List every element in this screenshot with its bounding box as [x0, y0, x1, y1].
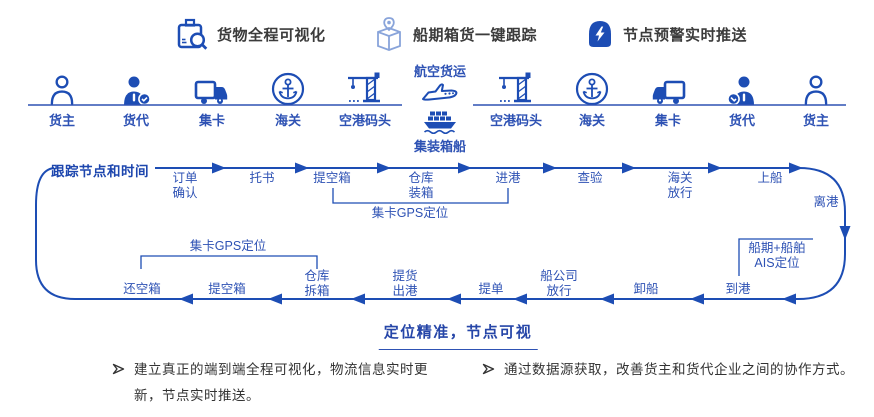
flow-step-discharge: 卸船 [633, 282, 659, 296]
actor-label: 集卡 [654, 113, 681, 128]
actor-label: 海关 [274, 113, 301, 128]
flow-step-order-confirm: 订单 确认 [172, 171, 198, 200]
actor-label: 海关 [578, 113, 605, 128]
flow-step-enter-port: 进港 [495, 171, 521, 185]
actor-cargo-owner-left: 货主 [24, 70, 100, 129]
feature-one-click-tracking: 船期箱货一键跟踪 [374, 16, 537, 52]
actor-terminal-right: 空港码头 [478, 70, 554, 129]
slogan: 定位精准，节点可视 [378, 321, 538, 350]
flow-step-customs-release: 海关 放行 [667, 171, 693, 200]
actor-truck-left: 集卡 [174, 70, 250, 129]
person-badge-icon [727, 70, 757, 106]
truck-icon [650, 70, 686, 106]
actor-label: 空港码头 [338, 113, 391, 128]
transport-modes: 航空货运 集装箱船 [395, 61, 485, 155]
actor-forwarder-right: 货代 [704, 70, 780, 129]
top-gps-label: 集卡GPS定位 [371, 206, 449, 220]
crane-icon [345, 70, 385, 106]
flow-step-departure: 离港 [813, 195, 839, 209]
flow-step-pickup-empty-return: 提空箱 [208, 282, 246, 296]
anchor-icon [575, 70, 609, 106]
actor-terminal-left: 空港码头 [327, 70, 403, 129]
actor-forwarder-left: 货代 [98, 70, 174, 129]
bottom-gps-label: 集卡GPS定位 [189, 239, 267, 253]
actor-label: 集卡 [198, 113, 225, 128]
person-outline-icon [49, 70, 75, 106]
anchor-icon [271, 70, 305, 106]
flow-step-warehouse-unpack: 仓库 拆箱 [304, 269, 330, 298]
plane-icon [419, 81, 461, 107]
flow-title: 跟踪节点和时间 [51, 164, 149, 179]
actor-customs-right: 海关 [554, 70, 630, 129]
bullet-text: 建立真正的端到端全程可视化，物流信息实时更新，节点实时推送。 [134, 362, 428, 404]
actor-customs-left: 海关 [250, 70, 326, 129]
flow-step-bill-of-lading: 提单 [478, 282, 504, 296]
flow-step-arrival: 到港 [725, 282, 751, 296]
bullet-text: 通过数据源获取，改善货主和货代企业之间的协作方式。 [504, 362, 854, 377]
feature-label: 节点预警实时推送 [623, 26, 748, 44]
box-search-icon [177, 18, 208, 51]
bullet-item: 建立真正的端到端全程可视化，物流信息实时更新，节点实时推送。 [112, 357, 442, 410]
actor-label: 货代 [122, 113, 149, 128]
feature-label: 船期箱货一键跟踪 [413, 26, 538, 44]
alarm-lightning-icon [586, 19, 614, 49]
flow-step-warehouse-stuffing: 仓库 装箱 [408, 171, 434, 200]
person-badge-icon [121, 70, 151, 106]
truck-icon [194, 70, 230, 106]
actor-label: 空港码头 [489, 113, 542, 128]
bullet-item: 通过数据源获取，改善货主和货代企业之间的协作方式。 [482, 357, 864, 383]
actor-label: 货代 [728, 113, 755, 128]
actor-label: 货主 [48, 113, 75, 128]
air-freight-label: 航空货运 [413, 64, 466, 79]
person-outline-icon [803, 70, 829, 106]
flow-step-carrier-release: 船公司 放行 [540, 269, 578, 298]
feature-cargo-visibility: 货物全程可视化 [177, 16, 326, 52]
flow-step-pickup-empty: 提空箱 [313, 171, 351, 185]
container-ship-label: 集装箱船 [413, 139, 466, 154]
flow-step-booking: 托书 [249, 171, 275, 185]
package-pin-icon [374, 16, 404, 52]
ais-label: 船期+船舶 AIS定位 [748, 241, 806, 270]
feature-node-alert-push: 节点预警实时推送 [586, 16, 747, 52]
flow-step-pickup-leave-port: 提货 出港 [392, 269, 418, 298]
actor-cargo-owner-right: 货主 [778, 70, 854, 129]
actor-label: 货主 [802, 113, 829, 128]
ship-icon [421, 109, 459, 135]
bullet-arrow-icon [482, 363, 496, 375]
flow-step-return-empty: 还空箱 [123, 282, 161, 296]
crane-icon [496, 70, 536, 106]
actor-truck-right: 集卡 [630, 70, 706, 129]
bullet-arrow-icon [112, 363, 126, 375]
flow-step-onboard: 上船 [757, 171, 783, 185]
feature-label: 货物全程可视化 [217, 26, 326, 44]
flow-step-inspection: 查验 [577, 171, 603, 185]
